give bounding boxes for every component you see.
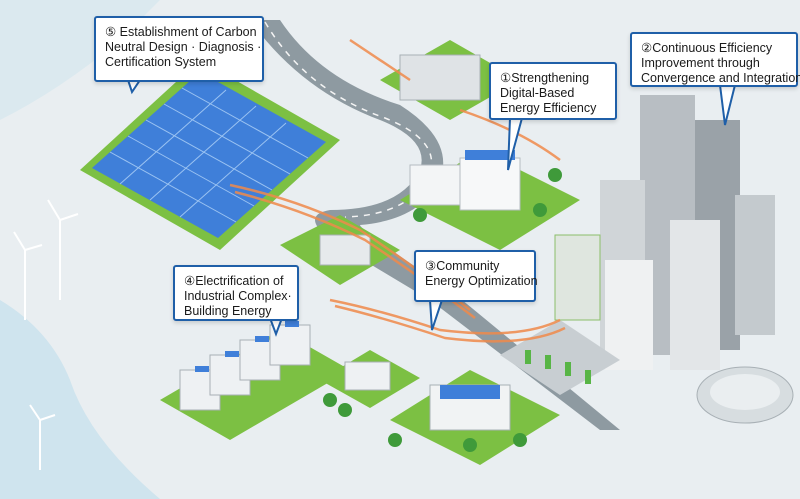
callout-digital-energy-efficiency: ①Strengthening Digital-Based Energy Effi… — [489, 62, 617, 120]
callout-line: Improvement through — [641, 56, 760, 70]
warehouse — [319, 234, 371, 266]
substation-structure — [399, 54, 481, 101]
callout-line: Energy Optimization — [425, 274, 538, 288]
office-building-a — [409, 164, 461, 206]
callout-convergence-integration: ②Continuous Efficiency Improvement throu… — [630, 32, 800, 87]
green-tower — [554, 234, 601, 321]
callout-line: Convergence and Integration — [641, 71, 800, 85]
office-building-b — [459, 157, 521, 211]
callout-line: Certification System — [105, 55, 217, 69]
callout-electrification: ④Electrification of Industrial Complex· … — [173, 265, 299, 321]
trees — [323, 168, 562, 452]
callout-pointers — [126, 79, 737, 337]
callout-line: ⑤ Establishment of Carbon — [105, 25, 257, 39]
callout-line: Neutral Design · Diagnosis · — [105, 40, 262, 54]
callout-line: ③Community — [425, 259, 500, 273]
callout-line: ②Continuous Efficiency — [641, 41, 773, 55]
callout-line: Building Energy — [184, 304, 272, 318]
office-solar-roof — [465, 150, 515, 160]
callout-line: Energy Efficiency — [500, 101, 597, 115]
small-building — [344, 361, 391, 391]
ev-parking-marks — [525, 350, 591, 384]
community-solar-roof — [440, 385, 500, 399]
callout-community-energy: ③Community Energy Optimization — [414, 250, 538, 302]
factory-rooftop-units — [195, 321, 299, 372]
callout-line: Industrial Complex· — [184, 289, 292, 303]
skyscraper-5 — [670, 220, 720, 370]
skyscraper-6 — [605, 260, 653, 370]
wind-turbines — [13, 199, 79, 470]
callout-line: ④Electrification of — [184, 274, 284, 288]
road-lane — [264, 21, 433, 218]
water-tank-inner — [710, 374, 780, 410]
callout-carbon-neutral-design: ⑤ Establishment of Carbon Neutral Design… — [94, 16, 264, 82]
callout-line: Digital-Based — [500, 86, 575, 100]
callout-line: ①Strengthening — [500, 71, 590, 85]
solar-panel-grid — [109, 87, 309, 223]
skyscraper-4 — [735, 195, 775, 335]
